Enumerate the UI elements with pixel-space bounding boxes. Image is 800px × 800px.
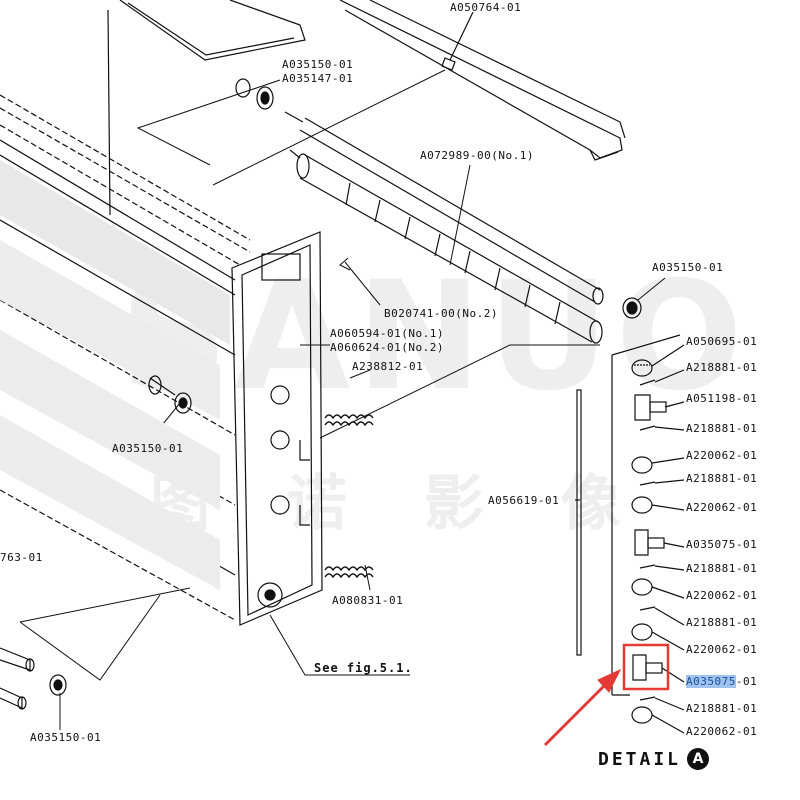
leader-lines xyxy=(19,69,666,730)
gear-mid-left xyxy=(148,375,192,414)
detail-item-12: A220062-01 xyxy=(686,643,758,656)
detail-parts xyxy=(631,344,685,734)
label-a238812: A238812-01 xyxy=(352,360,424,373)
detail-item-1: A050695-01 xyxy=(686,335,758,348)
main-frame xyxy=(0,94,323,626)
label-a060594: A060594-01(No.1) xyxy=(330,327,444,340)
label-a035150-right: A035150-01 xyxy=(652,261,724,274)
detail-badge: A xyxy=(687,748,710,770)
label-a050764: A050764-01 xyxy=(450,1,522,14)
detail-item-11: A218881-01 xyxy=(686,616,758,629)
detail-item-15: A220062-01 xyxy=(686,725,758,738)
detail-item-10: A220062-01 xyxy=(686,589,758,602)
spring-a238812 xyxy=(324,414,374,427)
label-b020741: B020741-00(No.2) xyxy=(384,307,498,320)
detail-item-6: A218881-01 xyxy=(686,472,758,485)
detail-item-14: A218881-01 xyxy=(686,702,758,715)
watermark-cjk: 图 诺 影 像 xyxy=(150,469,649,539)
guide-bar-a050764 xyxy=(339,0,626,161)
roller-no1 xyxy=(284,111,604,305)
roller-no2 xyxy=(289,149,603,344)
label-a035150-bottom: A035150-01 xyxy=(30,731,102,744)
detail-title-text: DETAIL xyxy=(598,749,682,770)
detail-item-13-selected[interactable]: A035075-01 xyxy=(686,675,757,688)
label-a035150-top: A035150-01 xyxy=(282,58,354,71)
label-a035147: A035147-01 xyxy=(282,72,354,85)
selected-suffix: -01 xyxy=(735,675,758,688)
detail-item-4: A218881-01 xyxy=(686,422,758,435)
detail-bracket xyxy=(611,334,681,696)
shaft-a056619 xyxy=(575,389,582,656)
shafts-bottom-left xyxy=(0,647,67,710)
label-a072989: A072989-00(No.1) xyxy=(420,149,534,162)
detail-item-2: A218881-01 xyxy=(686,361,758,374)
detail-item-3: A051198-01 xyxy=(686,392,758,405)
label-763: 763-01 xyxy=(0,551,43,564)
top-cover-panel xyxy=(107,0,306,216)
label-a060624: A060624-01(No.2) xyxy=(330,341,444,354)
gear-top xyxy=(235,78,274,110)
detail-item-8: A035075-01 xyxy=(686,538,758,551)
spring-a080831 xyxy=(324,566,374,579)
label-a080831: A080831-01 xyxy=(332,594,404,607)
gear-right xyxy=(622,297,642,319)
detail-item-9: A218881-01 xyxy=(686,562,758,575)
detail-item-5: A220062-01 xyxy=(686,449,758,462)
selected-text: A035075 xyxy=(686,675,736,688)
highlight-box xyxy=(622,643,670,691)
label-a035150-mid: A035150-01 xyxy=(112,442,184,455)
label-see-fig: See fig.5.1. xyxy=(314,661,413,675)
red-arrow xyxy=(543,668,622,747)
label-a056619: A056619-01 xyxy=(488,494,560,507)
detail-item-7: A220062-01 xyxy=(686,501,758,514)
